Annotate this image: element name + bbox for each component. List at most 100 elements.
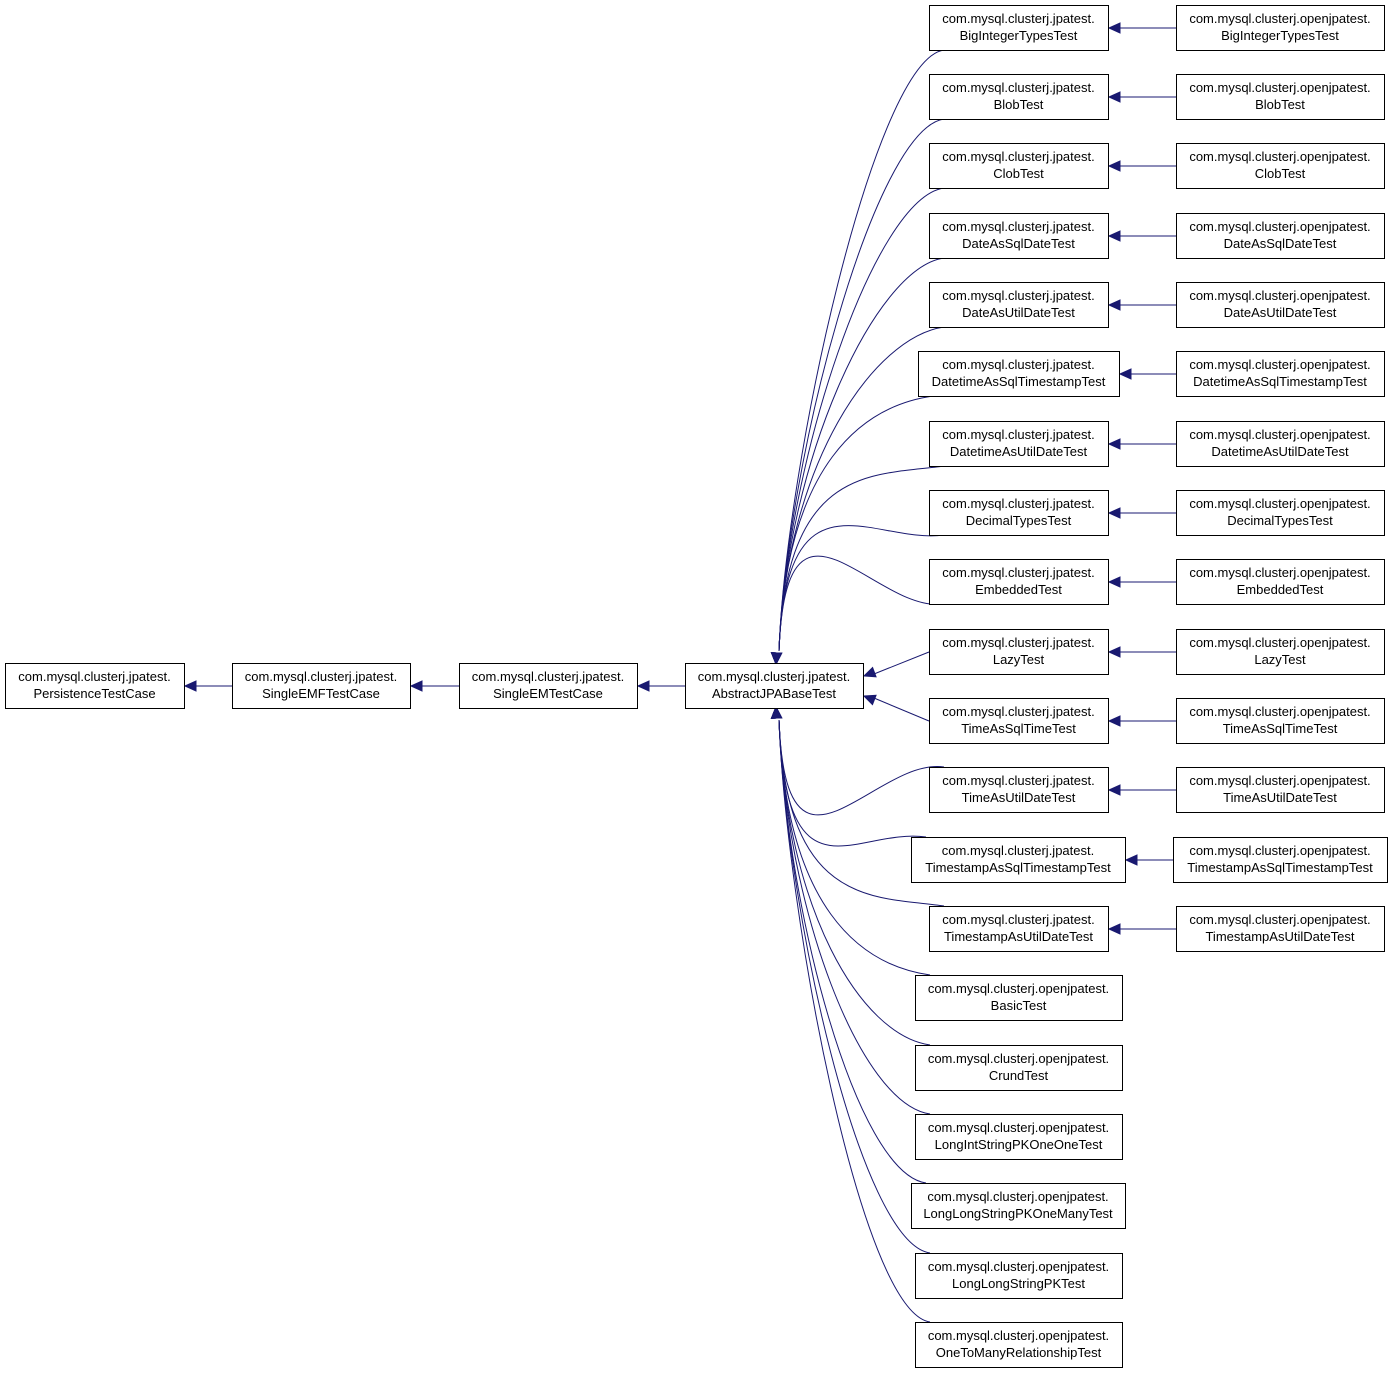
class-package-label: com.mysql.clusterj.jpatest. [942,288,1094,303]
class-name-label: LongIntStringPKOneOneTest [935,1137,1103,1152]
class-node-box [915,975,1123,1021]
class-node-abstract-jpabase-test[interactable]: com.mysql.clusterj.jpatest. AbstractJPABa… [685,663,864,709]
class-node-box [929,490,1109,536]
inheritance-edge [778,719,945,907]
class-node-box [929,143,1109,189]
class-node-long-long-string-pkone-many-test[interactable]: com.mysql.clusterj.openjpatest. LongLongS… [911,1183,1126,1229]
class-node-box [685,663,864,709]
class-name-label: LongLongStringPKOneManyTest [923,1206,1113,1221]
class-name-label: AbstractJPABaseTest [712,686,836,701]
class-node-one-to-many-relationship-test[interactable]: com.mysql.clusterj.openjpatest.OneToMany… [915,1322,1123,1368]
class-package-label: com.mysql.clusterj.jpatest. [942,11,1094,26]
class-package-label: com.mysql.clusterj.openjpatest. [928,981,1109,996]
inheritance-arrowhead [770,705,783,719]
class-node-time-as-util-date-test[interactable]: com.mysql.clusterj.openjpatest.TimeAsUti… [1176,767,1385,813]
class-name-label: BlobTest [994,97,1044,112]
class-node-date-as-sql-date-test[interactable]: com.mysql.clusterj.jpatest.DateAsSqlDate… [929,213,1109,259]
inheritance-arrowhead [1107,22,1121,34]
inheritance-edge [873,651,930,675]
inheritance-edge [778,719,931,1254]
class-node-timestamp-as-util-date-test[interactable]: com.mysql.clusterj.jpatest.TimestampAsUt… [929,906,1109,952]
class-package-label: com.mysql.clusterj.openjpatest. [1189,11,1370,26]
class-name-label: SingleEMTestCase [493,686,603,701]
class-node-lazy-test[interactable]: com.mysql.clusterj.openjpatest.LazyTest [1176,629,1385,675]
class-node-box [1173,837,1388,883]
class-node-box [1176,698,1385,744]
class-node-time-as-sql-time-test[interactable]: com.mysql.clusterj.jpatest.TimeAsSqlTime… [929,698,1109,744]
class-node-clob-test[interactable]: com.mysql.clusterj.openjpatest.ClobTest [1176,143,1385,189]
class-package-label: com.mysql.clusterj.openjpatest. [1189,704,1370,719]
class-package-label: com.mysql.clusterj.openjpatest. [1189,219,1370,234]
class-name-label: SingleEMFTestCase [262,686,380,701]
class-node-clob-test[interactable]: com.mysql.clusterj.jpatest.ClobTest [929,143,1109,189]
class-name-label: TimestampAsUtilDateTest [1205,929,1354,944]
class-package-label: com.mysql.clusterj.openjpatest. [1189,635,1370,650]
class-node-timestamp-as-sql-timestamp-test[interactable]: com.mysql.clusterj.openjpatest.Timestamp… [1173,837,1388,883]
class-package-label: com.mysql.clusterj.openjpatest. [927,1189,1108,1204]
class-node-crund-test[interactable]: com.mysql.clusterj.openjpatest.CrundTest [915,1045,1123,1091]
class-node-embedded-test[interactable]: com.mysql.clusterj.jpatest. EmbeddedTest [929,559,1109,605]
class-name-label: TimeAsSqlTimeTest [961,721,1076,736]
class-node-lazy-test[interactable]: com.mysql.clusterj.jpatest.LazyTest [929,629,1109,675]
class-name-label: OneToManyRelationshipTest [936,1345,1102,1360]
class-node-big-integer-types-test[interactable]: com.mysql.clusterj.openjpatest.BigIntege… [1176,5,1385,51]
inheritance-edge [778,187,945,652]
class-name-label: BigIntegerTypesTest [960,28,1078,43]
class-node-decimal-types-test[interactable]: com.mysql.clusterj.jpatest.DecimalTypesT… [929,490,1109,536]
inheritance-edge [778,465,945,652]
class-node-date-as-util-date-test[interactable]: com.mysql.clusterj.openjpatest.DateAsUti… [1176,282,1385,328]
class-node-date-as-util-date-test[interactable]: com.mysql.clusterj.jpatest. DateAsUtilDat… [929,282,1109,328]
inheritance-arrowhead [1107,438,1121,450]
class-node-datetime-as-util-date-test[interactable]: com.mysql.clusterj.openjpatest.DatetimeA… [1176,421,1385,467]
class-node-box [1176,351,1385,397]
class-node-single-emftest-case[interactable]: com.mysql.clusterj.jpatest.SingleEMFTest… [232,663,411,709]
class-node-box [1176,143,1385,189]
class-name-label: LazyTest [993,652,1045,667]
class-name-label: BasicTest [991,998,1047,1013]
class-node-box [929,906,1109,952]
inheritance-arrowhead [862,666,877,678]
inheritance-edge [778,719,931,976]
class-node-blob-test[interactable]: com.mysql.clusterj.openjpatest.BlobTest [1176,74,1385,120]
class-node-timestamp-as-util-date-test[interactable]: com.mysql.clusterj.openjpatest.Timestamp… [1176,906,1385,952]
class-node-single-emtest-case[interactable]: com.mysql.clusterj.jpatest. SingleEMTestC… [459,663,638,709]
class-package-label: com.mysql.clusterj.openjpatest. [928,1051,1109,1066]
class-node-time-as-util-date-test[interactable]: com.mysql.clusterj.jpatest.TimeAsUtilDat… [929,767,1109,813]
class-node-box [459,663,638,709]
inheritance-arrowhead [770,652,783,666]
class-package-label: com.mysql.clusterj.openjpatest. [1189,427,1370,442]
class-package-label: com.mysql.clusterj.jpatest. [942,80,1094,95]
inheritance-edge [778,719,945,816]
class-node-box [915,1114,1123,1160]
class-node-date-as-sql-date-test[interactable]: com.mysql.clusterj.openjpatest.DateAsSql… [1176,213,1385,259]
class-node-blob-test[interactable]: com.mysql.clusterj.jpatest. BlobTest [929,74,1109,120]
class-node-basic-test[interactable]: com.mysql.clusterj.openjpatest. BasicTest [915,975,1123,1021]
class-node-box [929,767,1109,813]
class-package-label: com.mysql.clusterj.jpatest. [942,565,1094,580]
class-node-time-as-sql-time-test[interactable]: com.mysql.clusterj.openjpatest.TimeAsSql… [1176,698,1385,744]
class-package-label: com.mysql.clusterj.openjpatest. [928,1120,1109,1135]
class-node-datetime-as-util-date-test[interactable]: com.mysql.clusterj.jpatest.DatetimeAsUti… [929,421,1109,467]
class-node-embedded-test[interactable]: com.mysql.clusterj.openjpatest.EmbeddedT… [1176,559,1385,605]
class-node-box [915,1045,1123,1091]
inheritance-edge [778,719,931,1115]
class-name-label: DateAsUtilDateTest [962,305,1075,320]
class-package-label: com.mysql.clusterj.jpatest. [698,669,850,684]
class-node-datetime-as-sql-timestamp-test[interactable]: com.mysql.clusterj.jpatest.DatetimeAsSql… [918,351,1120,397]
class-node-decimal-types-test[interactable]: com.mysql.clusterj.openjpatest.DecimalTy… [1176,490,1385,536]
class-node-long-int-string-pkone-one-test[interactable]: com.mysql.clusterj.openjpatest. LongIntSt… [915,1114,1123,1160]
class-name-label: EmbeddedTest [975,582,1062,597]
class-name-label: DecimalTypesTest [1227,513,1333,528]
class-package-label: com.mysql.clusterj.openjpatest. [1189,357,1370,372]
class-node-box [929,213,1109,259]
class-node-long-long-string-pktest[interactable]: com.mysql.clusterj.openjpatest.LongLongS… [915,1253,1123,1299]
class-node-box [1176,559,1385,605]
class-package-label: com.mysql.clusterj.jpatest. [472,669,624,684]
class-node-persistence-test-case[interactable]: com.mysql.clusterj.jpatest.PersistenceTe… [5,663,185,709]
class-node-timestamp-as-sql-timestamp-test[interactable]: com.mysql.clusterj.jpatest.TimestampAsSq… [911,837,1126,883]
class-node-big-integer-types-test[interactable]: com.mysql.clusterj.jpatest. BigIntegerTyp… [929,5,1109,51]
class-node-box [1176,490,1385,536]
class-node-datetime-as-sql-timestamp-test[interactable]: com.mysql.clusterj.openjpatest.DatetimeA… [1176,351,1385,397]
class-node-box [929,74,1109,120]
